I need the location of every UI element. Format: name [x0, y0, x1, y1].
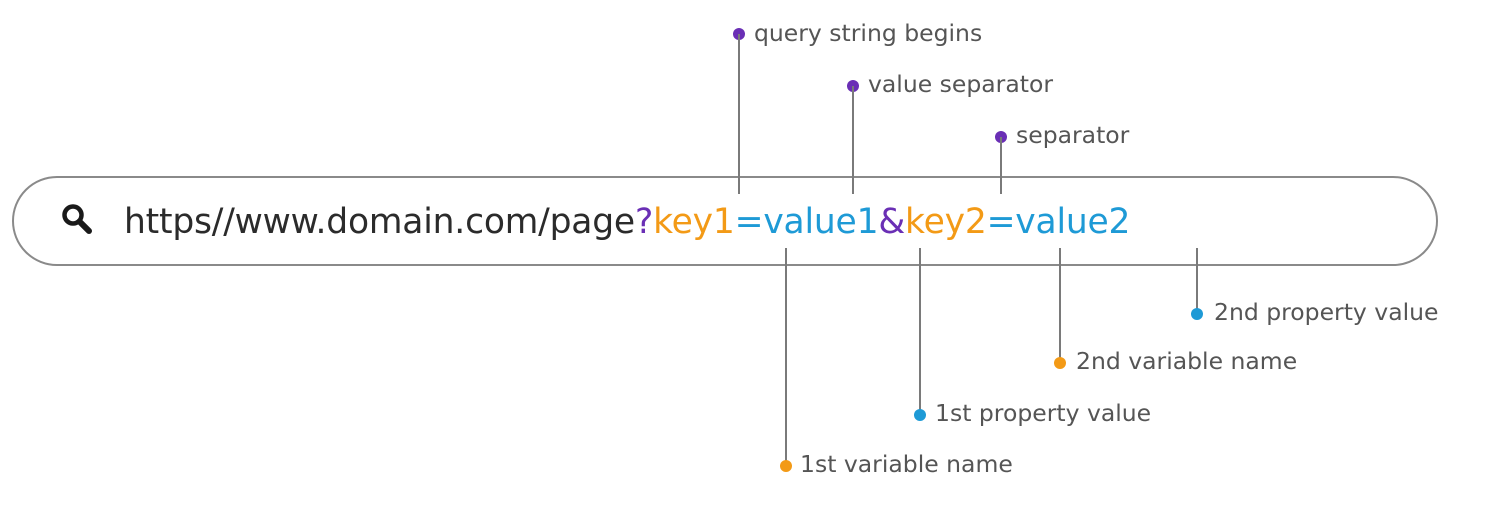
key2-leader	[1059, 248, 1061, 363]
value-separator-leader	[852, 86, 854, 194]
value1-dot	[914, 409, 926, 421]
query-start-leader	[738, 34, 740, 194]
2nd-variable-name-label: 2nd variable name	[1076, 347, 1298, 375]
url-base: https//www.domain.com/page	[124, 202, 635, 242]
search-icon	[62, 204, 92, 234]
key2-dot	[1054, 357, 1066, 369]
1st-variable-name-label: 1st variable name	[800, 450, 1013, 478]
key1-dot	[780, 460, 792, 472]
value-separator-label: value separator	[868, 70, 1053, 98]
query-start-char: ?	[634, 202, 654, 242]
value2-leader	[1196, 248, 1198, 314]
key1-text: key1	[653, 202, 735, 242]
key2-text: key2	[905, 202, 987, 242]
separator-leader	[1000, 137, 1002, 194]
value1-leader	[919, 248, 921, 415]
eq2-char: =	[986, 202, 1016, 242]
query-string-begins-label: query string begins	[754, 19, 983, 47]
amp-char: &	[878, 202, 906, 242]
eq1-char: =	[734, 202, 764, 242]
value2-dot	[1191, 308, 1203, 320]
separator-label: separator	[1016, 121, 1130, 149]
2nd-property-value-label: 2nd property value	[1214, 298, 1439, 326]
key1-leader	[785, 248, 787, 466]
value2-text: value2	[1015, 202, 1131, 242]
url-text[interactable]: https//www.domain.com/page?key1=value1&k…	[124, 200, 1130, 244]
1st-property-value-label: 1st property value	[935, 399, 1152, 427]
url-bar[interactable]	[12, 176, 1438, 266]
value1-text: value1	[763, 202, 879, 242]
